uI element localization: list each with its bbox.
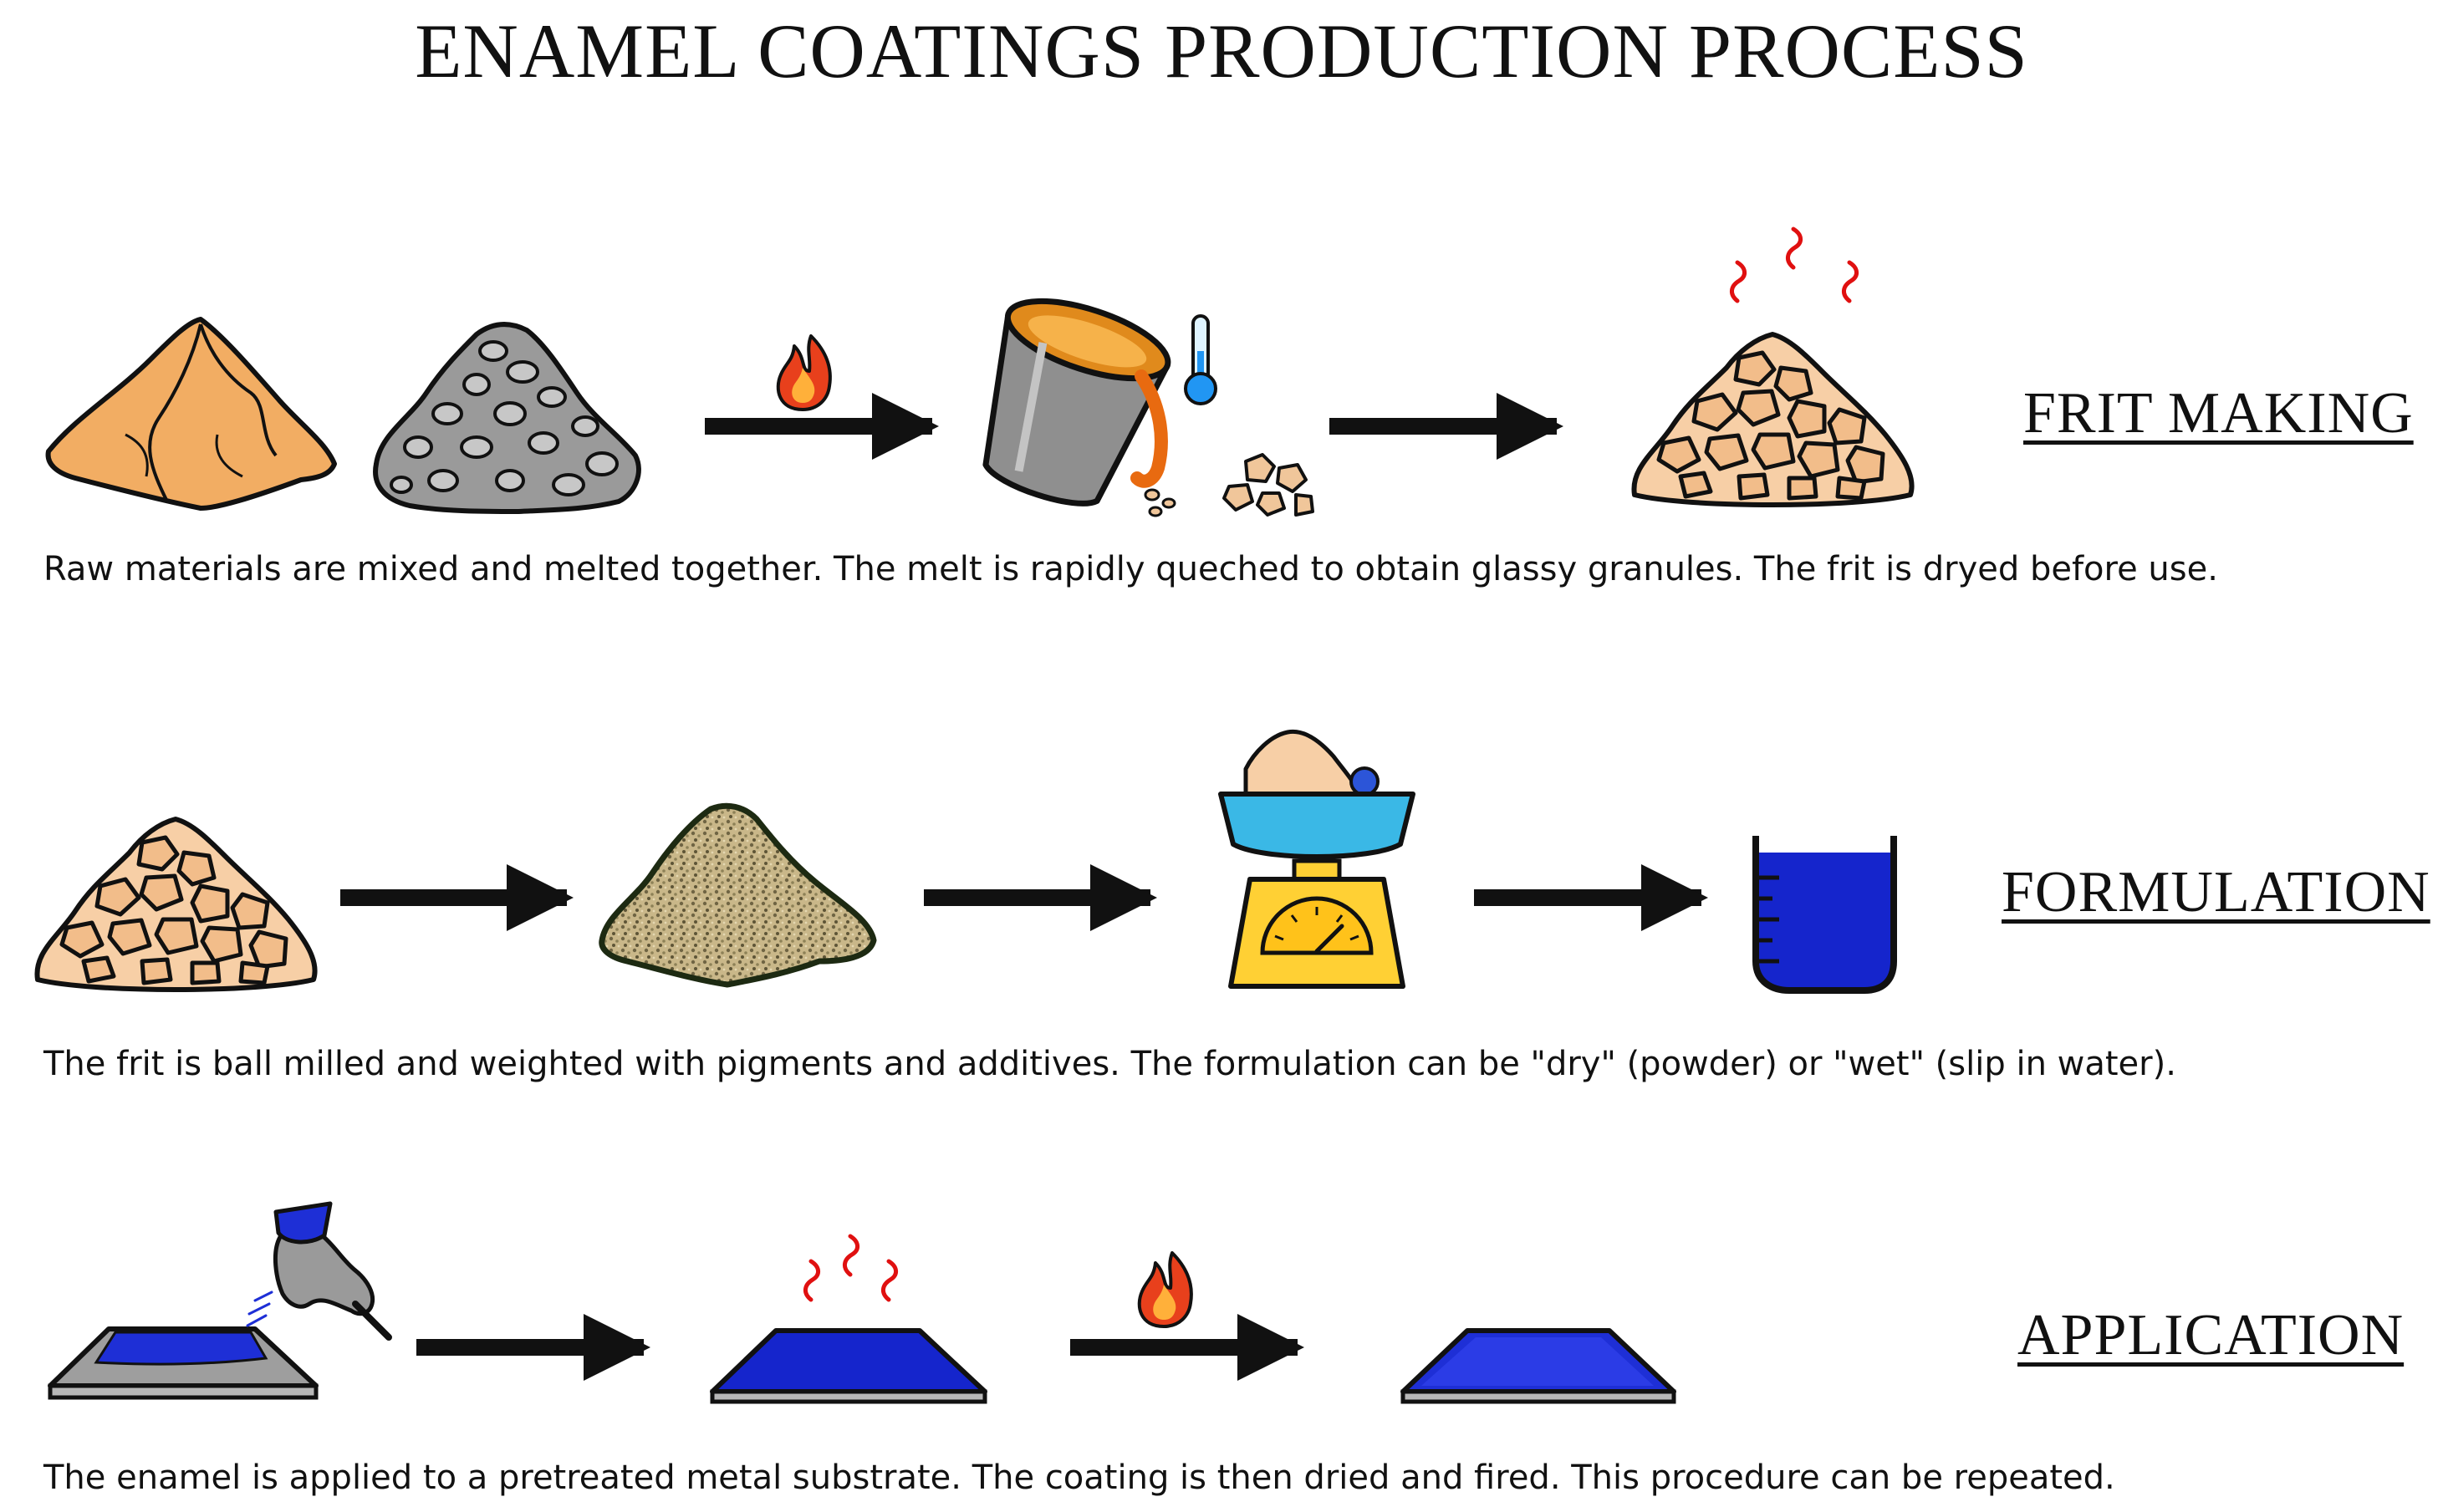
stage-caption-frit-making: Raw materials are mixed and melted toget… [43, 550, 2218, 588]
flame-icon [1137, 1251, 1193, 1328]
stage-caption-application: The enamel is applied to a pretreated me… [43, 1459, 2115, 1497]
frit-pile-icon [37, 819, 314, 990]
stage-label-frit-making: FRIT MAKING [2023, 381, 2414, 445]
granules-icon [1222, 453, 1314, 517]
spray-gun-icon [48, 1201, 392, 1400]
gravel-pile-icon [373, 322, 641, 514]
sand-pile-icon [45, 317, 337, 511]
page-title: ENAMEL COATINGS PRODUCTION PROCESS [415, 8, 2028, 94]
thermometer-icon [1184, 314, 1217, 405]
crucible-pour-icon [982, 298, 1176, 517]
fired-plate-icon [1400, 1328, 1676, 1404]
flame-icon [776, 334, 832, 411]
stage-label-application: APPLICATION [2017, 1303, 2405, 1367]
hot-frit-pile-icon [1634, 229, 1911, 505]
beaker-icon [1752, 836, 1897, 994]
drying-plate-icon [710, 1236, 987, 1404]
stage-label-formulation: FORMULATION [2002, 860, 2430, 924]
stage-caption-formulation: The frit is ball milled and weighted wit… [43, 1045, 2176, 1083]
weighing-scale-icon [1218, 729, 1415, 989]
milled-powder-icon [599, 802, 877, 988]
